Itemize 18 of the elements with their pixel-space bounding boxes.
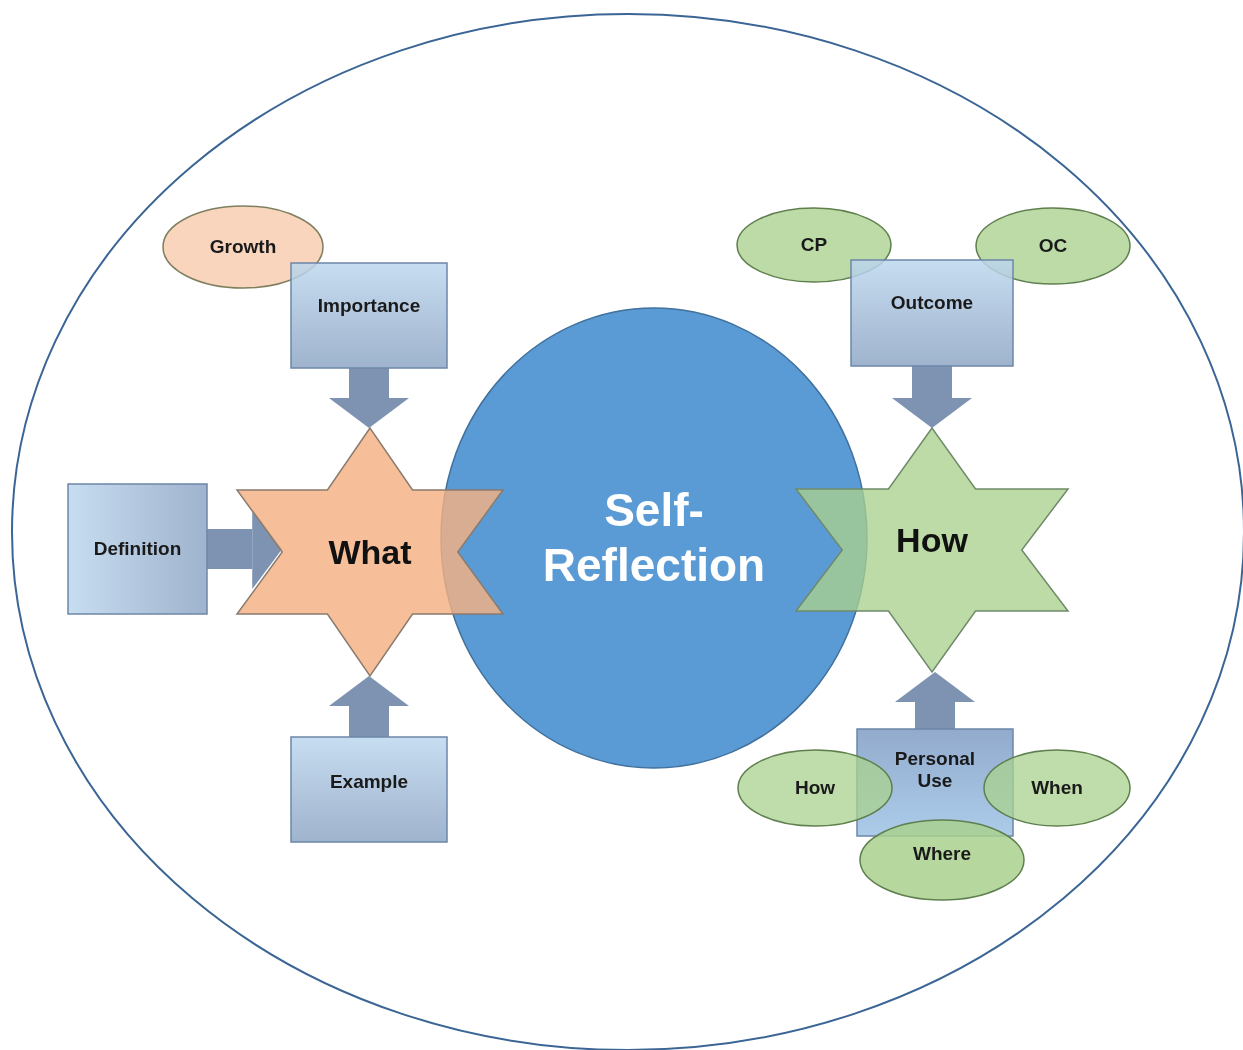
node-label: Growth	[208, 235, 278, 259]
node-label: CP	[799, 233, 829, 257]
node-label: How	[793, 776, 837, 800]
node-label: Importance	[316, 294, 422, 317]
block-arrow	[892, 366, 972, 428]
block-arrow	[329, 368, 409, 428]
node-label: OC	[1037, 234, 1069, 258]
node-label: How	[895, 519, 969, 561]
block-arrow	[329, 676, 409, 737]
node-label: Self- Reflection	[541, 482, 767, 593]
block-arrow	[895, 672, 975, 729]
node-label: Personal Use	[893, 747, 977, 794]
node-label: Where	[911, 842, 973, 866]
node-label: Definition	[92, 537, 183, 561]
node-label: Example	[328, 770, 410, 793]
node-label: When	[1030, 776, 1084, 800]
node-label: What	[327, 531, 413, 573]
node-label: Outcome	[889, 291, 975, 315]
